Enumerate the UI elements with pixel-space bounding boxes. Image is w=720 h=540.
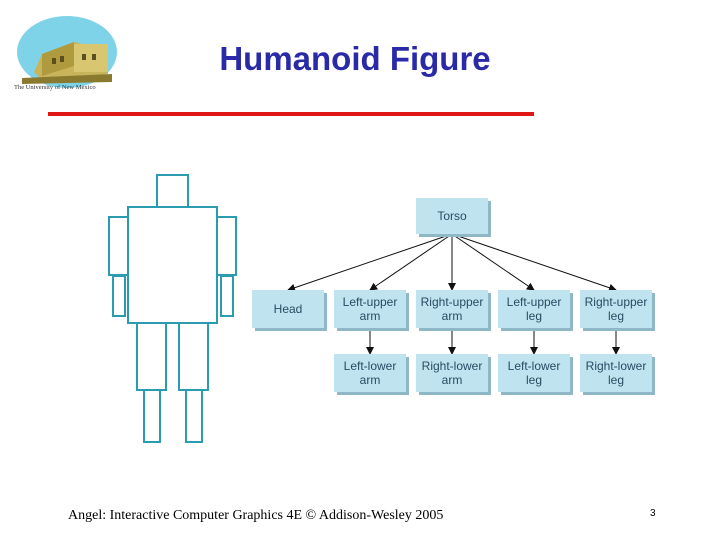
page-number: 3: [650, 508, 656, 519]
node-label: leg: [526, 309, 542, 323]
node-label: leg: [608, 373, 624, 387]
node-label: arm: [442, 309, 463, 323]
tree-edge: [370, 234, 452, 290]
node-label: arm: [360, 373, 381, 387]
node-label: Left-upper: [343, 295, 398, 309]
node-label: Right-lower: [422, 359, 483, 373]
node-torso: Torso: [416, 198, 491, 237]
node-head: Head: [252, 290, 327, 331]
slide-footer: Angel: Interactive Computer Graphics 4E …: [68, 508, 443, 524]
node-label: Head: [274, 302, 303, 316]
node-label: Right-upper: [585, 295, 648, 309]
node-label: leg: [526, 373, 542, 387]
node-label: arm: [360, 309, 381, 323]
node-label: Left-lower: [344, 359, 397, 373]
node-label: Left-upper: [507, 295, 562, 309]
tree-edge: [452, 234, 534, 290]
node-label: arm: [442, 373, 463, 387]
node-label: Torso: [437, 209, 467, 223]
tree-edge: [452, 234, 616, 290]
node-label: Right-lower: [586, 359, 647, 373]
node-label: Right-upper: [421, 295, 484, 309]
node-label: Left-lower: [508, 359, 561, 373]
node-label: leg: [608, 309, 624, 323]
tree-edge: [288, 234, 452, 290]
